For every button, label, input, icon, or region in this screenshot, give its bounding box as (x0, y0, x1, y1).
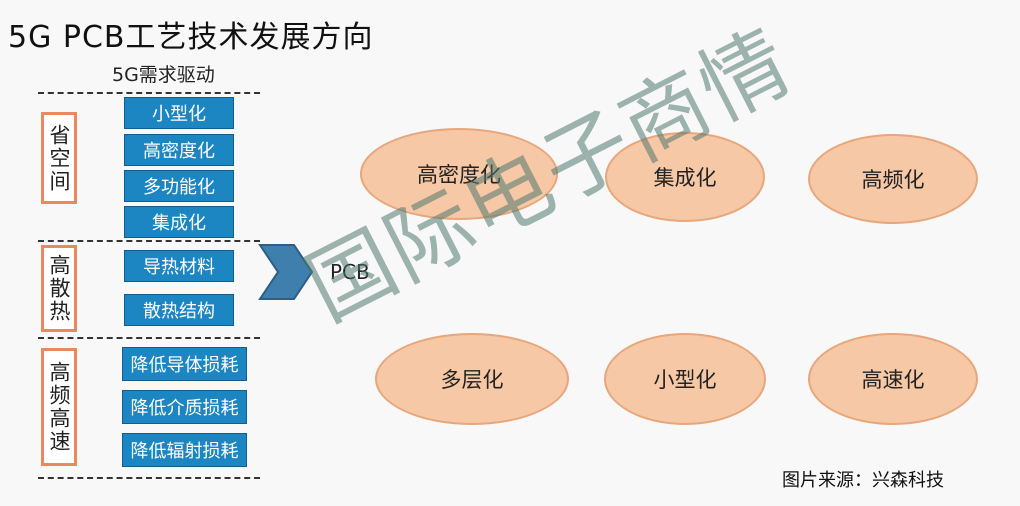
diagram-subtitle: 5G需求驱动 (112, 64, 215, 86)
page-title: 5G PCB工艺技术发展方向 (8, 20, 374, 55)
category-heat-dissipation: 高散热 (41, 245, 77, 332)
requirement-box: 降低导体损耗 (122, 347, 247, 381)
direction-ellipse: 多层化 (375, 333, 569, 425)
requirement-box: 高密度化 (124, 134, 234, 166)
direction-ellipse: 小型化 (604, 333, 766, 425)
requirement-box: 小型化 (124, 97, 234, 129)
divider (38, 240, 260, 242)
source-caption: 图片来源：兴森科技 (782, 470, 944, 491)
chevron-right-icon (258, 244, 314, 300)
category-high-frequency-speed: 高频高速 (41, 348, 77, 466)
requirement-box: 降低辐射损耗 (122, 433, 247, 467)
requirement-box: 散热结构 (124, 294, 234, 326)
direction-ellipse: 高速化 (808, 333, 978, 425)
requirement-box: 集成化 (124, 206, 234, 238)
direction-ellipse: 高频化 (808, 134, 978, 224)
requirement-box: 导热材料 (124, 250, 234, 282)
requirement-box: 降低介质损耗 (122, 390, 247, 424)
pcb-label: PCB (330, 260, 370, 284)
category-space-saving: 省空间 (41, 112, 77, 204)
divider (38, 92, 260, 94)
requirement-box: 多功能化 (124, 170, 234, 202)
divider (38, 477, 260, 479)
divider (38, 337, 260, 339)
direction-ellipse: 高密度化 (360, 128, 558, 220)
direction-ellipse: 集成化 (605, 132, 765, 222)
